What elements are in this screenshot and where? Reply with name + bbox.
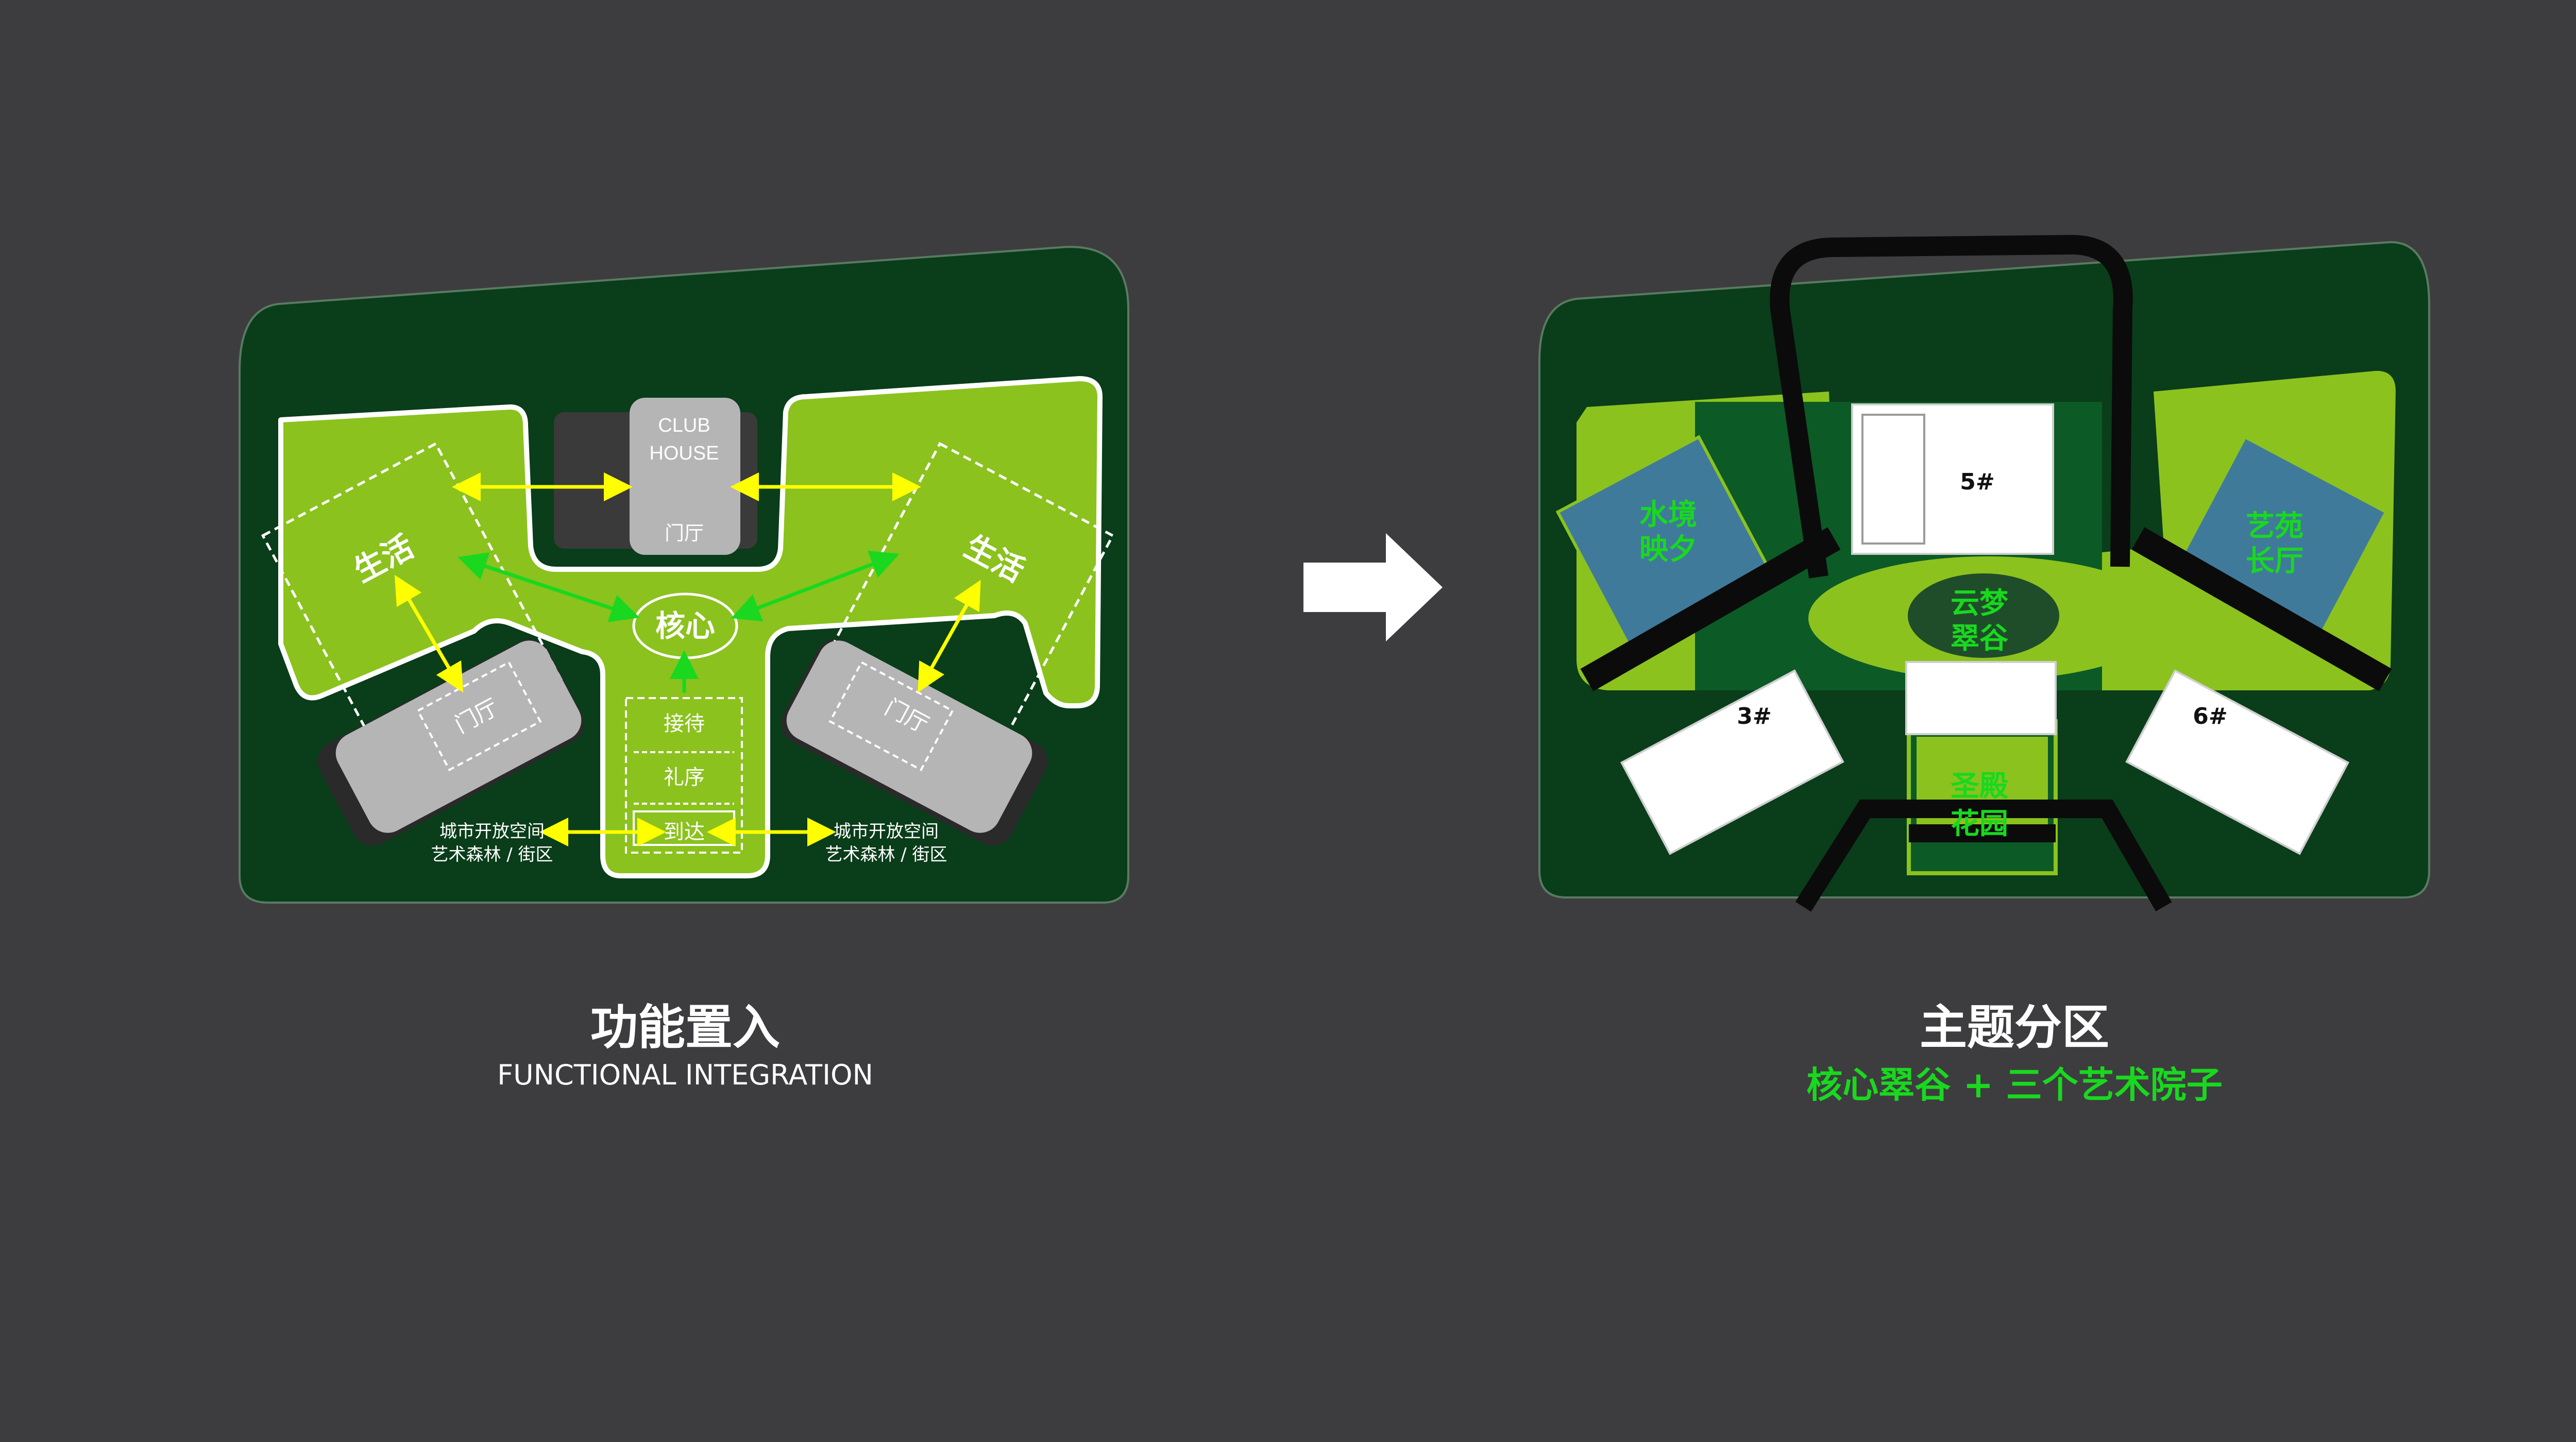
- zone-water-label-1: 水境: [1639, 498, 1697, 532]
- lobby-dash-right: [828, 660, 954, 772]
- arrow-life-lobby-right: [918, 580, 981, 693]
- theme-zoning-title: 主题分区: [1919, 1000, 2109, 1055]
- open-space-right-2: 艺术森林 / 街区: [825, 844, 947, 865]
- zone-garden-label-2: 花园: [1951, 807, 2008, 841]
- zone-core-label-2: 翠谷: [1951, 622, 2008, 655]
- ceremony-label: 礼序: [664, 766, 705, 789]
- lobby-wing-left: [335, 640, 582, 833]
- garden-road: [1909, 824, 2056, 842]
- building-3-label: 3#: [1737, 703, 1771, 730]
- arrow-core-life-right: [731, 550, 900, 622]
- building-5-pool: [1861, 414, 1925, 545]
- open-space-left-1: 城市开放空间: [439, 821, 545, 842]
- building-3-block: [1620, 669, 1844, 855]
- zone-water-label-2: 映夕: [1639, 533, 1697, 566]
- road-right-arm: [2131, 527, 2392, 691]
- road-left-arm: [1580, 527, 1841, 691]
- clubhouse-block: [630, 398, 740, 555]
- building-5-label: 5#: [1960, 469, 1994, 495]
- building-6-block: [2125, 669, 2350, 855]
- zone-art-label-1: 艺苑: [2246, 510, 2303, 543]
- functional-diagram: CLUB HOUSE 门厅 生活 生活 核心 门厅 门厅 接待 礼序 到达 城市…: [239, 246, 1129, 904]
- lobby-dash-left: [416, 660, 542, 772]
- functional-integration-subtitle: FUNCTIONAL INTEGRATION: [497, 1059, 873, 1091]
- zone-core-label-1: 云梦: [1951, 587, 2008, 620]
- core-label: 核心: [655, 608, 715, 643]
- clubhouse-label-2: HOUSE: [649, 443, 719, 464]
- zone-art-label-2: 长厅: [2246, 545, 2303, 578]
- building-center-block: [1905, 661, 2057, 735]
- open-space-left-2: 艺术森林 / 街区: [431, 844, 553, 865]
- transition-arrow-icon: [1303, 533, 1443, 641]
- clubhouse-label-1: CLUB: [658, 415, 710, 436]
- open-space-right-1: 城市开放空间: [834, 821, 939, 842]
- reception-label: 接待: [664, 712, 705, 736]
- road-top-loop: [1770, 235, 2133, 579]
- theme-zoning-subtitle: 核心翠谷 + 三个艺术院子: [1806, 1064, 2223, 1106]
- building-5-block: [1851, 403, 2054, 555]
- zone-garden-label-1: 圣殿: [1951, 770, 2008, 803]
- entry-sequence-box: [625, 697, 743, 854]
- arrow-life-lobby-left: [394, 574, 464, 693]
- road-bottom-loop: [1795, 800, 2172, 912]
- arrow-core-life-left: [457, 552, 640, 622]
- building-6-label: 6#: [2193, 703, 2227, 730]
- clubhouse-lobby-label: 门厅: [665, 522, 704, 545]
- theme-zoning-diagram: 水境 映夕 云梦 翠谷 艺苑 长厅 圣殿 花园 5# 3# 6#: [1538, 235, 2430, 912]
- functional-integration-title: 功能置入: [590, 1000, 780, 1055]
- core-plaza-inner: [1905, 570, 2062, 661]
- arrival-label: 到达: [664, 820, 705, 844]
